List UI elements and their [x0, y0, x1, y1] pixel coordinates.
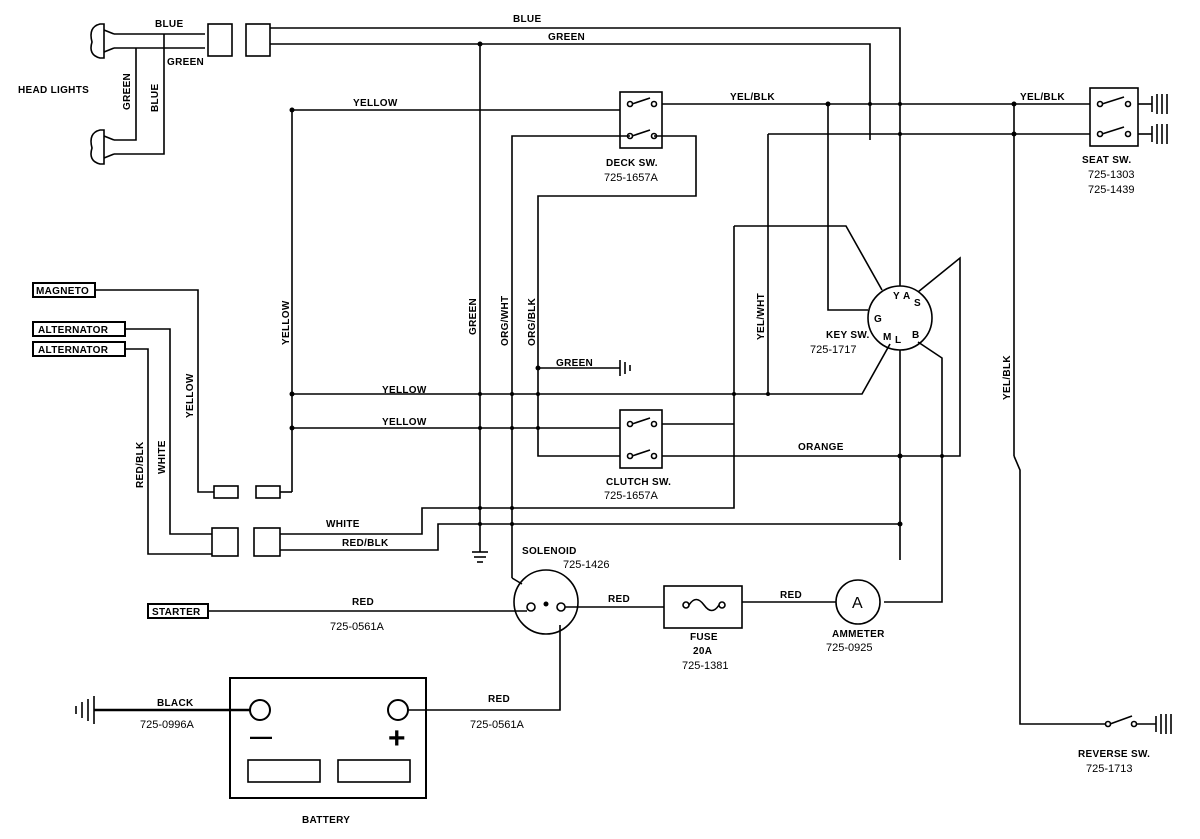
alternator-connector-a — [211, 527, 239, 557]
ground-symbol-seat-top — [1151, 94, 1168, 114]
fuse-part: 725-1381 — [682, 660, 729, 672]
battery-minus: — — [250, 724, 272, 749]
fuse — [663, 585, 743, 629]
wire-label-yellow-top: YELLOW — [353, 98, 398, 109]
seat-switch — [1089, 87, 1152, 147]
key-terminal-a: A — [903, 291, 911, 302]
key-terminal-y: Y — [893, 291, 900, 302]
ground-symbol-seat-bottom — [1151, 124, 1168, 144]
wire-label-yelblk-top: YEL/BLK — [730, 92, 775, 103]
solenoid — [513, 569, 579, 635]
wire-label-orange: ORANGE — [798, 442, 844, 453]
wire-label-orgwht: ORG/WHT — [500, 296, 511, 346]
magneto-tag: MAGNETO — [32, 282, 96, 298]
svg-text:ALTERNATOR: ALTERNATOR — [38, 345, 109, 356]
deck-switch-part: 725-1657A — [604, 172, 658, 184]
headlight-connector-b — [245, 23, 271, 57]
ground-symbol-mid — [619, 360, 631, 376]
wire-label-white: WHITE — [326, 519, 360, 530]
ground-symbol-green — [472, 551, 488, 563]
headlight-top — [90, 23, 115, 59]
magneto-connector-b — [255, 485, 281, 499]
svg-text:MAGNETO: MAGNETO — [36, 286, 89, 297]
key-terminal-g: G — [874, 314, 882, 325]
wire-junctions — [478, 102, 944, 527]
svg-text:STARTER: STARTER — [152, 607, 201, 618]
wire-label-green-vert-main: GREEN — [468, 298, 479, 335]
wire-label-yelblk-vert: YEL/BLK — [1002, 355, 1013, 400]
fuse-label: FUSE — [690, 632, 718, 643]
key-terminal-s: S — [914, 298, 921, 309]
key-switch-label: KEY SW. — [826, 330, 870, 341]
wire-label-green-top: GREEN — [548, 32, 585, 43]
wire-label-red-fuse: RED — [608, 594, 630, 605]
wire-label-green-ground: GREEN — [556, 358, 593, 369]
clutch-switch-part: 725-1657A — [604, 490, 658, 502]
seat-switch-part2: 725-1439 — [1088, 184, 1135, 196]
headlight-bottom — [90, 129, 115, 165]
seat-switch-label: SEAT SW. — [1082, 155, 1131, 166]
ammeter-symbol: A — [852, 595, 863, 612]
ammeter-part: 725-0925 — [826, 642, 873, 654]
reverse-switch-label: REVERSE SW. — [1078, 749, 1150, 760]
alternator-connector-b — [253, 527, 281, 557]
key-terminal-l: L — [895, 335, 901, 346]
wire-label-black: BLACK — [157, 698, 194, 709]
alternator-tag-2: ALTERNATOR — [32, 341, 126, 357]
key-terminal-m: M — [883, 332, 892, 343]
battery-cable-part: 725-0561A — [470, 719, 524, 731]
solenoid-part: 725-1426 — [563, 559, 610, 571]
ground-symbol-battery — [75, 696, 95, 724]
battery-plus: + — [388, 722, 406, 755]
ammeter-label: AMMETER — [832, 629, 885, 640]
battery-label: BATTERY — [302, 815, 350, 826]
clutch-switch — [619, 409, 663, 469]
wire-label-green-headlight: GREEN — [167, 57, 204, 68]
headlights-label: HEAD LIGHTS — [18, 85, 89, 96]
wire-label-yelblk-seat: YEL/BLK — [1020, 92, 1065, 103]
solenoid-label: SOLENOID — [522, 546, 577, 557]
magneto-connector-a — [213, 485, 239, 499]
headlight-connector-a — [207, 23, 233, 57]
seat-switch-part1: 725-1303 — [1088, 169, 1135, 181]
wire-label-red-starter: RED — [352, 597, 374, 608]
reverse-switch — [1104, 714, 1172, 734]
key-switch-part: 725-1717 — [810, 344, 857, 356]
wire-label-white-alt: WHITE — [157, 440, 168, 474]
deck-switch-label: DECK SW. — [606, 158, 658, 169]
wire-label-yellow-magneto: YELLOW — [185, 373, 196, 418]
wire-label-yelwht: YEL/WHT — [756, 293, 767, 340]
wire-label-green-vertical: GREEN — [122, 73, 133, 110]
ground-cable-part: 725-0996A — [140, 719, 194, 731]
key-switch: Y A S G M L B — [867, 285, 933, 351]
reverse-switch-part: 725-1713 — [1086, 763, 1133, 775]
battery — [229, 677, 427, 799]
key-terminal-b: B — [912, 330, 920, 341]
starter-cable-part: 725-0561A — [330, 621, 384, 633]
clutch-switch-label: CLUTCH SW. — [606, 477, 671, 488]
alternator-tag-1: ALTERNATOR — [32, 321, 126, 337]
wire-label-redblk-alt: RED/BLK — [135, 441, 146, 488]
wire-label-yellow-vert: YELLOW — [281, 300, 292, 345]
wire-label-yellow-mid2: YELLOW — [382, 417, 427, 428]
ammeter: A — [835, 579, 881, 625]
fuse-rating: 20A — [693, 646, 712, 657]
wire-label-blue-headlight: BLUE — [155, 19, 183, 30]
wire-label-red-ammeter: RED — [780, 590, 802, 601]
wire-label-yellow-mid1: YELLOW — [382, 385, 427, 396]
wire-label-orgblk: ORG/BLK — [527, 297, 538, 346]
deck-switch — [619, 91, 663, 149]
wire-label-blue-top: BLUE — [513, 14, 541, 25]
wire-label-red-battery: RED — [488, 694, 510, 705]
svg-text:ALTERNATOR: ALTERNATOR — [38, 325, 109, 336]
starter-tag: STARTER — [147, 603, 209, 619]
wire-label-redblk: RED/BLK — [342, 538, 389, 549]
wire-label-blue-vertical: BLUE — [150, 84, 161, 112]
